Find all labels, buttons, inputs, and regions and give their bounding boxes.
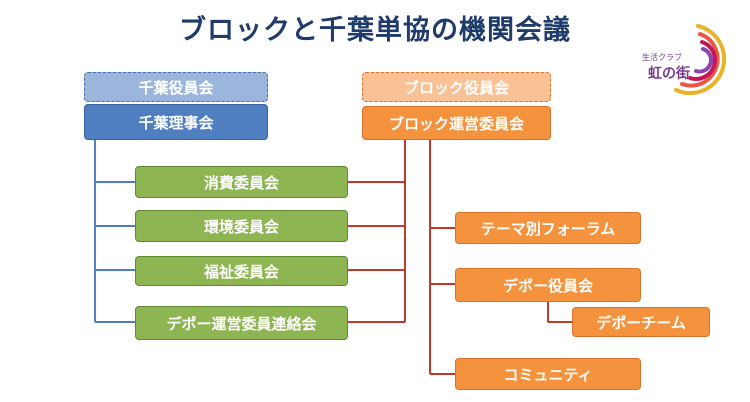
theme-forum-box: テーマ別フォーラム [455, 212, 641, 244]
block-operations-box: ブロック運営委員会 [362, 106, 551, 140]
page-title: ブロックと千葉単協の機関会議 [179, 15, 571, 46]
block-board-box: ブロック役員会 [362, 72, 551, 102]
chiba-board-box: 千葉役員会 [84, 72, 268, 102]
depot-board-box: デポー役員会 [455, 268, 641, 302]
depot-team-box: デポーチーム [572, 307, 710, 337]
committee-depot-liaison-box: デポー運営委員連絡会 [135, 306, 348, 340]
committee-welfare-box: 福祉委員会 [135, 256, 348, 286]
community-box: コミュニティ [455, 358, 641, 390]
committee-consumption-box: 消費委員会 [135, 166, 348, 198]
committee-environment-box: 環境委員会 [135, 210, 348, 242]
chiba-directors-box: 千葉理事会 [84, 104, 268, 140]
logo-subtitle: 生活クラブ [642, 53, 682, 62]
logo-name: 虹の街 [648, 66, 690, 82]
logo-rainbow-icon [674, 24, 727, 96]
